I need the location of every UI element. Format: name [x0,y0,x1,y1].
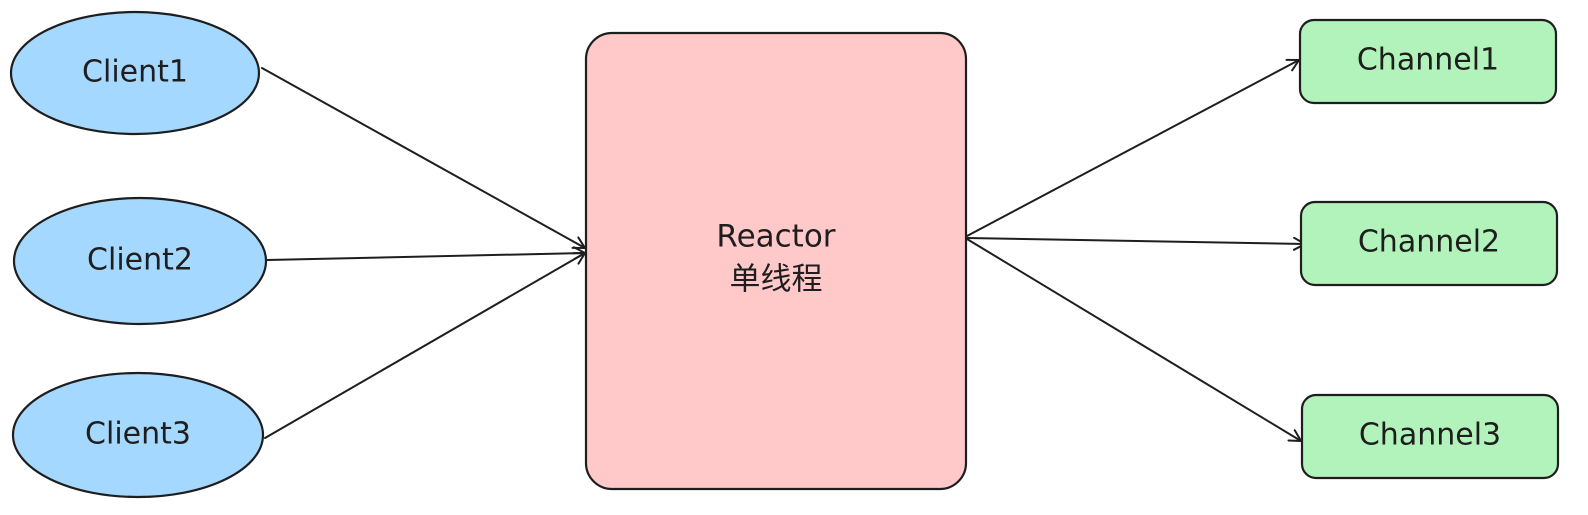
edge-client3-reactor [264,252,586,439]
channel-box [1298,18,1558,105]
channel-label: Channel2 [1358,225,1500,260]
reactor-node: Reactor 单线程 [584,31,968,491]
client-node-3: Client3 [11,371,265,499]
edge-client1-reactor [261,67,586,249]
client-label: Client3 [85,417,191,452]
channel-box [1300,393,1560,480]
edge-reactor-channel3 [966,238,1302,442]
reactor-box [584,31,968,491]
client-node-2: Client2 [12,196,268,326]
client-label: Client1 [82,55,188,90]
edge-reactor-channel1 [966,58,1300,237]
client-ellipse [9,10,261,136]
channel-node-2: Channel2 [1299,200,1559,287]
client-label: Client2 [87,243,193,278]
edge-reactor-channel2 [966,236,1306,251]
channel-node-3: Channel3 [1300,393,1560,480]
client-ellipse [11,371,265,499]
channel-label: Channel1 [1357,43,1499,78]
client-ellipse [12,196,268,326]
client-node-1: Client1 [9,10,261,136]
channel-label: Channel3 [1359,418,1501,453]
reactor-sublabel: 单线程 [730,262,823,298]
reactor-label: Reactor [716,219,835,255]
edge-client2-reactor [266,246,586,261]
channel-box [1299,200,1559,287]
channel-node-1: Channel1 [1298,18,1558,105]
